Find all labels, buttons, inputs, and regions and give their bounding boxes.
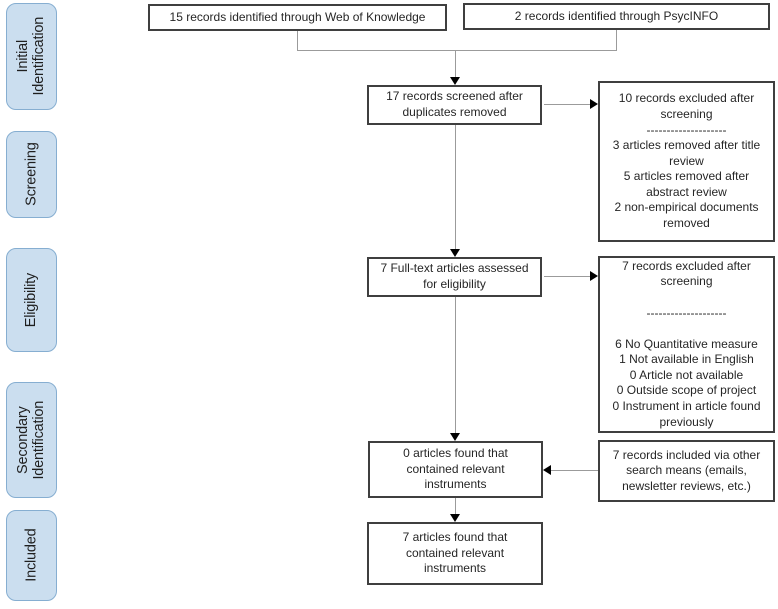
box-text: 0 articles found that contained relevant… [403, 446, 508, 492]
arrowhead-down-to-included [450, 514, 460, 522]
box-text: 7 records excluded after screening -----… [612, 258, 761, 429]
arrowhead-right-to-excluded-screening [590, 99, 598, 109]
stage-label: Included [23, 528, 40, 583]
box-text: 7 records included via other search mean… [612, 447, 761, 493]
arrowhead-left-to-zero-articles [543, 465, 551, 475]
connector-merge-horizontal [297, 50, 617, 51]
connector-other-to-zero-articles [551, 470, 598, 471]
box-text: 2 records identified through PsycINFO [514, 8, 719, 23]
arrowhead-down-to-zero-articles [450, 433, 460, 441]
arrowhead-right-to-excluded-eligibility [590, 271, 598, 281]
box-excluded-after-eligibility: 7 records excluded after screening -----… [598, 256, 775, 433]
stage-label: Secondary Identification [15, 400, 48, 480]
stage-label: Eligibility [23, 272, 40, 328]
connector-merge-drop [455, 50, 456, 77]
box-fulltext-assessed: 7 Full-text articles assessed for eligib… [367, 257, 542, 297]
connector-screened-to-fulltext [455, 125, 456, 249]
box-zero-articles-found: 0 articles found that contained relevant… [368, 441, 543, 498]
arrowhead-down-to-screened [450, 77, 460, 85]
connector-left-source-drop [297, 31, 298, 50]
box-text: 15 records identified through Web of Kno… [169, 9, 426, 24]
stage-included: Included [6, 510, 57, 601]
stage-label: Screening [23, 142, 40, 207]
box-other-search-means: 7 records included via other search mean… [598, 440, 775, 502]
box-text: 10 records excluded after screening ----… [612, 91, 761, 231]
box-text: 17 records screened after duplicates rem… [386, 89, 523, 119]
connector-fulltext-to-excluded [544, 276, 590, 277]
box-text: 7 Full-text articles assessed for eligib… [380, 261, 529, 291]
box-psycinfo: 2 records identified through PsycINFO [463, 3, 770, 30]
stage-screening: Screening [6, 131, 57, 218]
connector-fulltext-to-zero-articles [455, 297, 456, 433]
stage-label: Initial Identification [15, 17, 48, 96]
connector-screened-to-excluded [544, 104, 590, 105]
stage-eligibility: Eligibility [6, 248, 57, 352]
stage-initial-identification: Initial Identification [6, 3, 57, 110]
connector-zero-to-included [455, 498, 456, 514]
stage-secondary-identification: Secondary Identification [6, 382, 57, 498]
box-text: 7 articles found that contained relevant… [402, 530, 508, 576]
box-records-screened: 17 records screened after duplicates rem… [367, 85, 542, 125]
box-web-of-knowledge: 15 records identified through Web of Kno… [148, 4, 447, 31]
box-articles-included: 7 articles found that contained relevant… [367, 522, 543, 585]
box-excluded-after-screening: 10 records excluded after screening ----… [598, 81, 775, 242]
connector-right-source-drop [616, 30, 617, 50]
arrowhead-down-to-fulltext [450, 249, 460, 257]
